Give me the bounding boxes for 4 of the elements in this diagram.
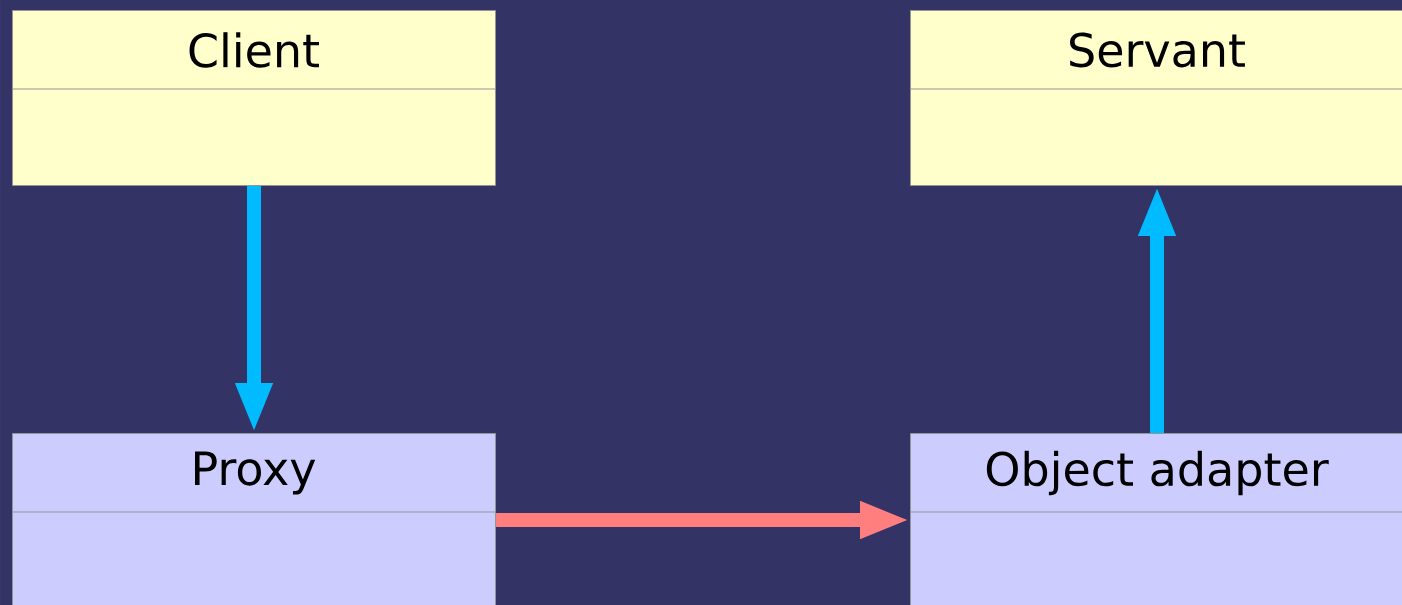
class-box: Proxy <box>11 433 496 605</box>
class-box: Object adapter <box>909 433 1402 605</box>
class-box: Servant <box>909 10 1402 186</box>
class-box: Client <box>11 10 496 186</box>
